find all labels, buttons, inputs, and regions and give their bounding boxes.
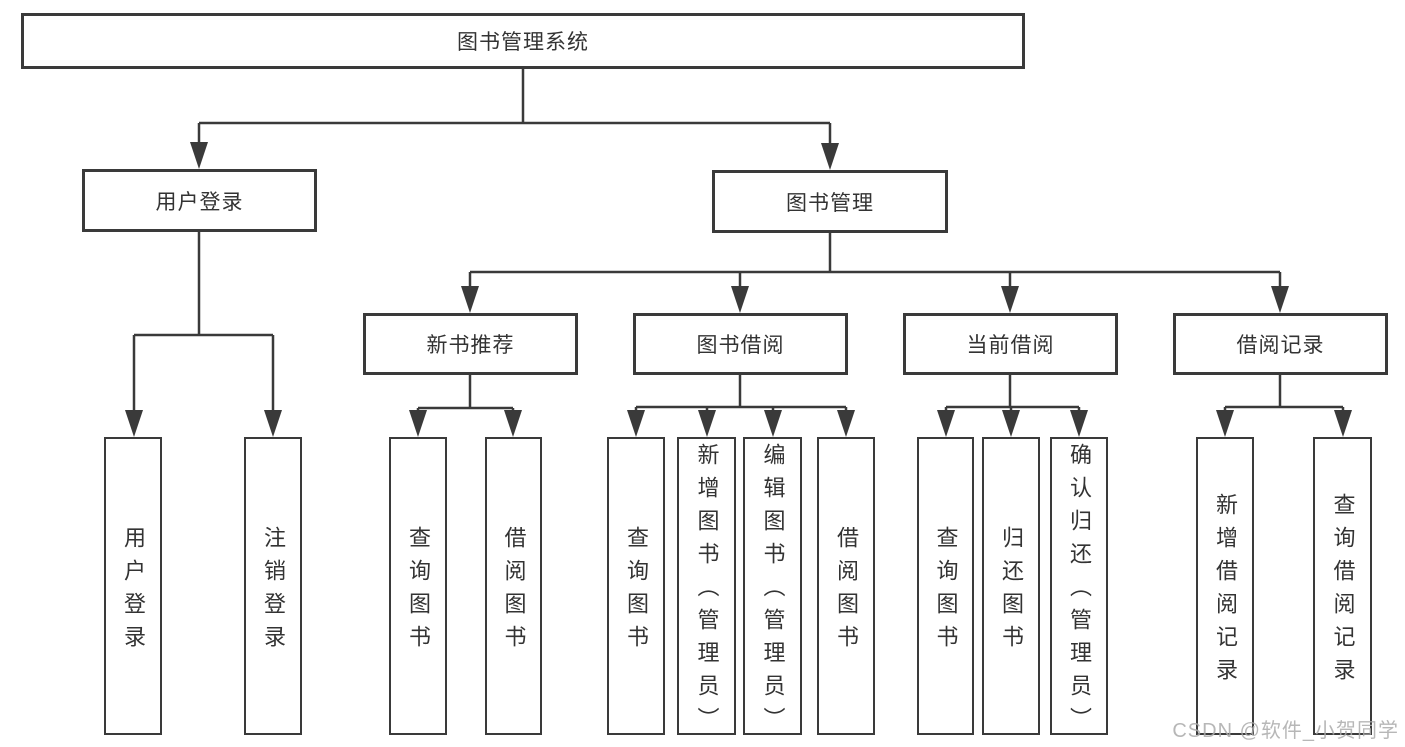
leaf-bb-query-books-label: 查询图书 bbox=[624, 525, 649, 658]
node-borrow-records-label: 借阅记录 bbox=[1236, 334, 1325, 357]
node-root-label: 图书管理系统 bbox=[457, 31, 589, 54]
leaf-user-login: 用户登录 bbox=[104, 437, 162, 735]
leaf-rec-borrow-books-label: 借阅图书 bbox=[501, 525, 527, 658]
connector-root-to-level2 bbox=[190, 69, 839, 170]
node-borrow-records: 借阅记录 bbox=[1173, 313, 1388, 375]
leaf-logout-label: 注销登录 bbox=[261, 525, 286, 658]
leaf-bb-add-books-admin-label: 新增图书（管理员） bbox=[694, 443, 720, 740]
node-book-borrow-label: 图书借阅 bbox=[696, 334, 785, 357]
node-new-book-rec-label: 新书推荐 bbox=[426, 334, 515, 357]
leaf-br-query-record: 查询借阅记录 bbox=[1313, 437, 1372, 735]
watermark: CSDN @软件_小贺同学 bbox=[1172, 720, 1399, 742]
node-book-mgmt: 图书管理 bbox=[712, 170, 948, 233]
leaf-br-query-record-label: 查询借阅记录 bbox=[1330, 492, 1356, 691]
leaf-cb-query-books: 查询图书 bbox=[917, 437, 974, 735]
leaf-user-login-label: 用户登录 bbox=[121, 525, 146, 658]
leaf-cb-confirm-return-admin-label: 确认归还（管理员） bbox=[1067, 443, 1092, 740]
connector-book-mgmt-children bbox=[461, 233, 1289, 313]
node-user-login-label: 用户登录 bbox=[155, 190, 244, 214]
leaf-bb-edit-books-admin-label: 编辑图书（管理员） bbox=[760, 443, 786, 740]
leaf-bb-borrow-books-label: 借阅图书 bbox=[834, 525, 859, 658]
leaf-rec-borrow-books: 借阅图书 bbox=[485, 437, 542, 735]
leaf-logout: 注销登录 bbox=[244, 437, 302, 735]
connector-new-book-children bbox=[409, 375, 522, 437]
leaf-cb-return-books: 归还图书 bbox=[982, 437, 1040, 735]
leaf-cb-query-books-label: 查询图书 bbox=[933, 525, 959, 658]
node-user-login: 用户登录 bbox=[82, 169, 317, 232]
connector-borrow-records-children bbox=[1216, 375, 1352, 437]
node-book-borrow: 图书借阅 bbox=[633, 313, 848, 375]
leaf-cb-return-books-label: 归还图书 bbox=[999, 525, 1024, 658]
leaf-cb-confirm-return-admin: 确认归还（管理员） bbox=[1050, 437, 1108, 740]
node-current-borrow: 当前借阅 bbox=[903, 313, 1118, 375]
leaf-br-add-record-label: 新增借阅记录 bbox=[1213, 492, 1238, 691]
node-book-mgmt-label: 图书管理 bbox=[786, 191, 874, 215]
leaf-bb-add-books-admin: 新增图书（管理员） bbox=[677, 437, 736, 740]
leaf-rec-query-books-label: 查询图书 bbox=[406, 525, 431, 658]
node-root: 图书管理系统 bbox=[21, 13, 1025, 69]
leaf-bb-borrow-books: 借阅图书 bbox=[817, 437, 875, 735]
connector-book-borrow-children bbox=[627, 375, 855, 437]
connector-current-borrow-children bbox=[937, 375, 1088, 437]
leaf-br-add-record: 新增借阅记录 bbox=[1196, 437, 1254, 735]
leaf-rec-query-books: 查询图书 bbox=[389, 437, 447, 735]
leaf-bb-query-books: 查询图书 bbox=[607, 437, 665, 735]
node-current-borrow-label: 当前借阅 bbox=[966, 334, 1055, 357]
leaf-bb-edit-books-admin: 编辑图书（管理员） bbox=[743, 437, 802, 740]
connector-user-login-children bbox=[125, 232, 282, 437]
node-new-book-rec: 新书推荐 bbox=[363, 313, 578, 375]
